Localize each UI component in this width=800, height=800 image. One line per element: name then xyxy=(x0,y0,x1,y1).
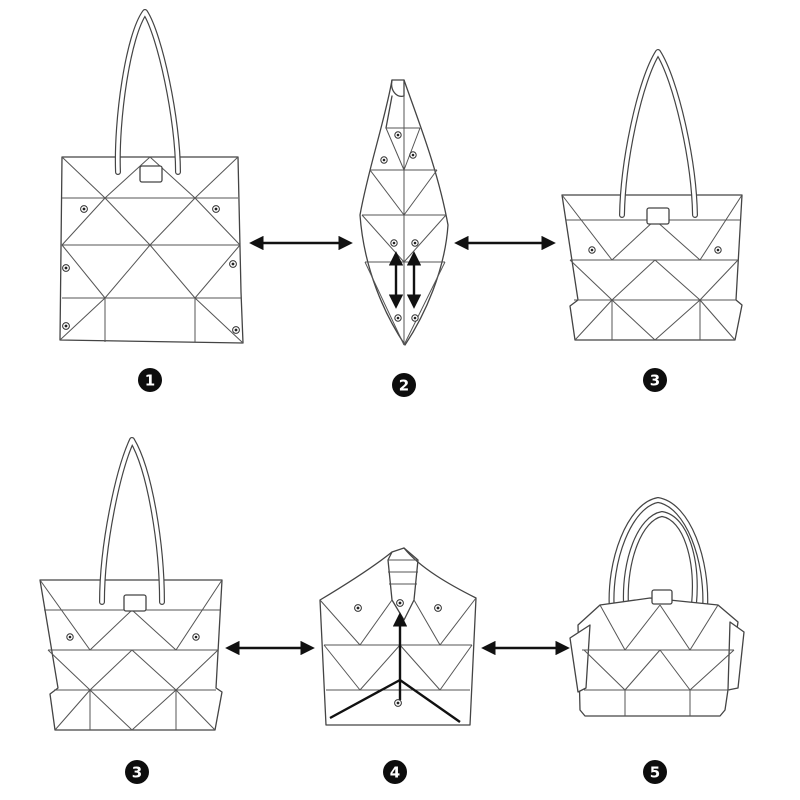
handle-clasp-icon xyxy=(651,589,673,605)
bag-tote-bottom-illustration xyxy=(39,437,223,731)
snap-button-icon xyxy=(380,131,419,322)
snap-button-icon xyxy=(588,246,722,254)
bag-handbag-illustration xyxy=(569,497,745,717)
handle-clasp-icon xyxy=(123,594,147,612)
step-badge-5: 5 xyxy=(643,760,667,784)
step-number: 4 xyxy=(390,764,400,782)
step-badge-3-top: 3 xyxy=(643,368,667,392)
bag-folded-side-illustration xyxy=(359,79,449,346)
step-number: 2 xyxy=(399,377,409,395)
step-badge-4: 4 xyxy=(383,760,407,784)
step-badge-1: 1 xyxy=(138,368,162,392)
step-badge-3-bottom: 3 xyxy=(125,760,149,784)
step-number: 1 xyxy=(145,372,155,390)
step-badge-2: 2 xyxy=(392,373,416,397)
snap-button-icon xyxy=(62,205,240,334)
handle-clasp-icon xyxy=(139,165,163,183)
step-number: 5 xyxy=(650,764,660,782)
bag-tote-top-illustration xyxy=(561,49,743,341)
bag-folded-front-illustration xyxy=(319,547,477,726)
snap-button-icon xyxy=(66,633,200,641)
snap-button-icon xyxy=(354,599,442,707)
step-number: 3 xyxy=(650,372,660,390)
handle-clasp-icon xyxy=(646,207,670,225)
bag-flat-illustration xyxy=(59,9,244,344)
step-number: 3 xyxy=(132,764,142,782)
